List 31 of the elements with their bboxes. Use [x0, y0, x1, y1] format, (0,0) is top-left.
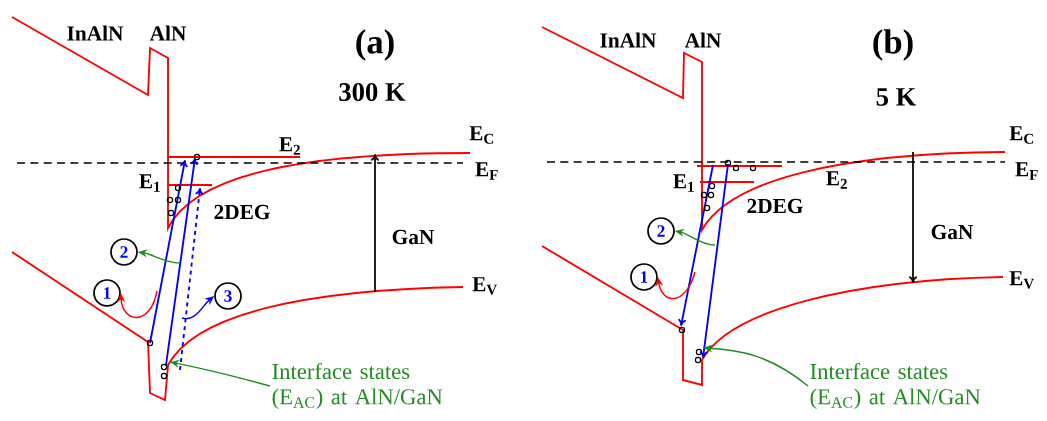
circled-number: 2 [647, 217, 675, 245]
layer-label: GaN [931, 224, 974, 240]
energy-level-label: E$_{C}$ [469, 126, 494, 144]
energy-level-label: E$_{V}$ [1009, 271, 1034, 289]
energy-level-label: E$_{2}$ [826, 171, 847, 189]
curved-arrow [117, 290, 158, 319]
panel-label: (a) [356, 29, 394, 61]
circled-number: 1 [93, 279, 121, 307]
energy-level-label: E$_{1}$ [673, 174, 694, 192]
circled-number: 3 [214, 282, 242, 310]
temperature-label: 5 K [876, 88, 917, 106]
energy-level-label: E$_{C}$ [1009, 126, 1033, 144]
energy-level-label: E$_{F}$ [475, 162, 498, 180]
energy-level-label: E$_{F}$ [1015, 162, 1038, 180]
layer-label: GaN [392, 229, 435, 245]
energy-level-label: E$_{V}$ [472, 277, 497, 295]
circled-number: 1 [630, 263, 658, 291]
region-label: 2DEG [747, 198, 803, 214]
panel-label: (b) [873, 29, 913, 61]
circled-number: 2 [110, 238, 138, 266]
layer-label: InAlN [67, 25, 124, 41]
curved-arrow [655, 271, 696, 300]
region-label: 2DEG [214, 204, 270, 220]
energy-level-label: E$_{1}$ [139, 174, 160, 192]
annotation-text: Interface states (E$_{AC}$) at AlN/GaN [272, 362, 443, 410]
energy-level-label: E$_{2}$ [279, 137, 300, 155]
temperature-label: 300 K [339, 83, 406, 101]
annotation-text: Interface states (E$_{AC}$) at AlN/GaN [810, 362, 981, 410]
layer-label: AlN [149, 25, 187, 41]
layer-label: InAlN [600, 32, 657, 48]
layer-label: AlN [684, 32, 722, 48]
